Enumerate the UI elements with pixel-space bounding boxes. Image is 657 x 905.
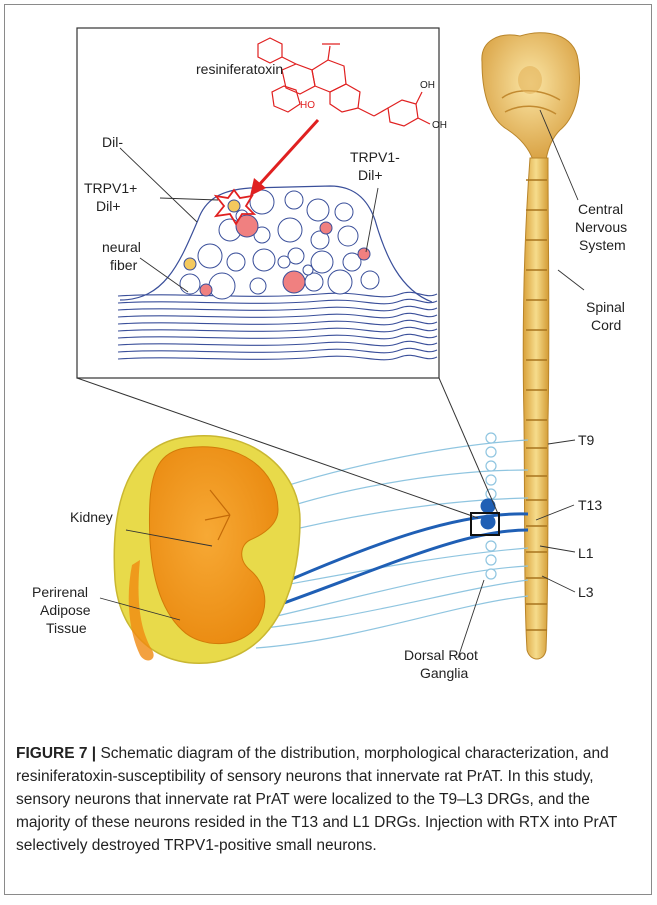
drg-circle bbox=[486, 433, 496, 443]
neuron-unlabeled bbox=[278, 218, 302, 242]
neuron-trpv1 bbox=[358, 248, 370, 260]
drg-circle bbox=[486, 555, 496, 565]
dil-minus-label: Dil- bbox=[102, 134, 123, 150]
neuron-unlabeled bbox=[285, 191, 303, 209]
neuron-unlabeled bbox=[361, 271, 379, 289]
neuron-unlabeled bbox=[305, 273, 323, 291]
neuron-trpv1 bbox=[320, 222, 332, 234]
dorsal-root-label: Dorsal Root bbox=[404, 647, 478, 663]
dil-plus-label-2: Dil+ bbox=[96, 198, 121, 214]
neuron-unlabeled bbox=[307, 199, 329, 221]
neuron-unlabeled bbox=[180, 274, 200, 294]
neuron-dil-labeled bbox=[184, 258, 196, 270]
drg-circle bbox=[486, 475, 496, 485]
ganglia-label: Ganglia bbox=[420, 665, 468, 681]
neuron-unlabeled bbox=[253, 249, 275, 271]
fiber-label: fiber bbox=[110, 257, 138, 273]
neuron-unlabeled bbox=[250, 278, 266, 294]
l3-label: L3 bbox=[578, 584, 594, 600]
spinal-cord bbox=[523, 158, 549, 659]
t9-label: T9 bbox=[578, 432, 595, 448]
cord-label: Cord bbox=[591, 317, 621, 333]
dorsal-root-ganglia bbox=[481, 433, 496, 579]
neuron-unlabeled bbox=[198, 244, 222, 268]
kidney-with-prat bbox=[114, 436, 300, 664]
neural-label: neural bbox=[102, 239, 141, 255]
neuron-unlabeled bbox=[328, 270, 352, 294]
drg-labeled bbox=[481, 515, 495, 529]
neuron-unlabeled bbox=[278, 256, 290, 268]
drg-circle bbox=[486, 569, 496, 579]
resiniferatoxin-label: resiniferatoxin bbox=[196, 61, 283, 77]
t13-label: T13 bbox=[578, 497, 602, 513]
neuron-unlabeled bbox=[303, 265, 313, 275]
cns-label-1: Central bbox=[578, 201, 623, 217]
neuron-dil-labeled bbox=[228, 200, 240, 212]
neuron-unlabeled bbox=[311, 251, 333, 273]
oh-label-1: OH bbox=[420, 80, 435, 91]
figure-caption: FIGURE 7 | Schematic diagram of the dist… bbox=[16, 742, 640, 857]
light-nerve-fiber bbox=[268, 548, 528, 588]
trpv1-plus-label: TRPV1+ bbox=[84, 180, 137, 196]
schematic-diagram: HO OH OH resiniferatoxin Dil- TRPV1- Dil… bbox=[0, 0, 657, 720]
neuron-unlabeled bbox=[209, 273, 235, 299]
cns-label-2: Nervous bbox=[575, 219, 627, 235]
neuron-unlabeled bbox=[338, 226, 358, 246]
dil-plus-label-1: Dil+ bbox=[358, 167, 383, 183]
caption-text: Schematic diagram of the distribution, m… bbox=[16, 745, 617, 854]
ho-label: HO bbox=[300, 100, 315, 111]
neuron-unlabeled bbox=[227, 253, 245, 271]
drg-circle bbox=[486, 541, 496, 551]
tissue-label: Tissue bbox=[46, 620, 87, 636]
drg-circle bbox=[486, 447, 496, 457]
cns-label-3: System bbox=[579, 237, 626, 253]
figure-label: FIGURE 7 | bbox=[16, 745, 96, 762]
neuron-trpv1 bbox=[200, 284, 212, 296]
neuron-trpv1 bbox=[283, 271, 305, 293]
adipose-label: Adipose bbox=[40, 602, 91, 618]
brain bbox=[482, 33, 580, 160]
drg-circle bbox=[486, 461, 496, 471]
l1-label: L1 bbox=[578, 545, 594, 561]
light-nerve-fiber bbox=[256, 596, 528, 648]
perirenal-label: Perirenal bbox=[32, 584, 88, 600]
neuron-unlabeled bbox=[335, 203, 353, 221]
trpv1-minus-label: TRPV1- bbox=[350, 149, 400, 165]
kidney-label: Kidney bbox=[70, 509, 113, 525]
spinal-cord-illustration bbox=[482, 33, 580, 659]
oh-label-2: OH bbox=[432, 120, 447, 131]
spinal-label: Spinal bbox=[586, 299, 625, 315]
